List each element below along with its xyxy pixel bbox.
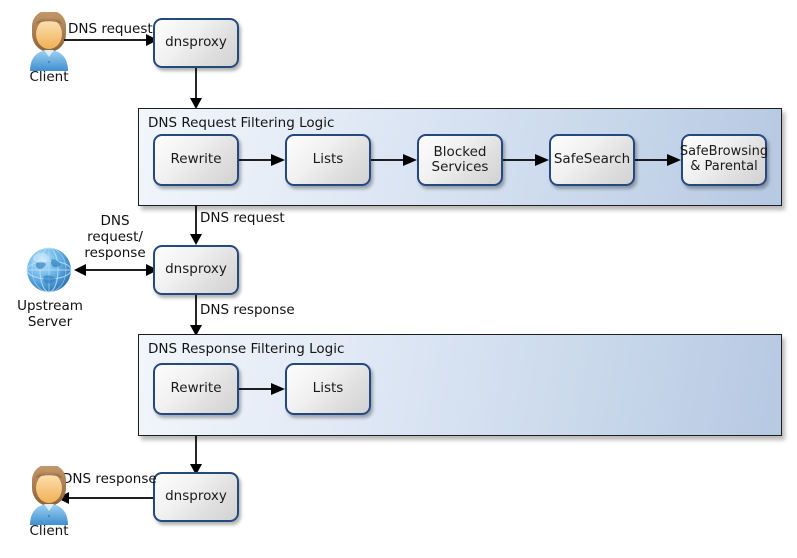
node-label: dnsproxy <box>165 261 227 278</box>
node-label: dnsproxy <box>165 488 227 505</box>
upstream-caption-line1: Upstream <box>17 298 83 314</box>
stage-lists-response[interactable]: Lists <box>285 363 371 415</box>
stage-lists-request[interactable]: Lists <box>285 134 371 186</box>
stage-blocked-services[interactable]: Blocked Services <box>417 134 503 186</box>
edge-rewrite-to-lists-request <box>239 150 287 170</box>
stage-label-line1: Blocked <box>433 143 487 160</box>
edge-dnsproxy-to-response-panel <box>186 295 206 337</box>
upstream-label-line2: request/ <box>87 228 143 245</box>
edge-label-proxy-to-client: DNS response <box>62 471 157 487</box>
edge-rewrite-to-lists-response <box>239 379 287 399</box>
edge-label-proxy-to-response-panel: DNS response <box>200 302 295 318</box>
stage-label: Lists <box>312 380 344 397</box>
actor-caption-client-bottom: Client <box>29 523 69 539</box>
panel-dns-request-filtering: DNS Request Filtering Logic <box>138 108 782 206</box>
panel-title-request: DNS Request Filtering Logic <box>148 115 335 131</box>
stage-rewrite-response[interactable]: Rewrite <box>153 363 239 415</box>
edge-label-client-to-proxy: DNS request <box>68 21 153 37</box>
stage-safebrowsing-parental[interactable]: SafeBrowsing & Parental <box>679 134 769 186</box>
node-dnsproxy-top[interactable]: dnsproxy <box>153 18 239 68</box>
edge-dnsproxy-to-request-panel <box>186 68 206 110</box>
upstream-caption-line2: Server <box>27 313 73 330</box>
stage-label-line2: Services <box>431 159 489 175</box>
actor-caption-upstream: Upstream Server <box>10 298 90 331</box>
edge-request-panel-to-dnsproxy <box>186 206 206 246</box>
panel-dns-response-filtering: DNS Response Filtering Logic <box>138 334 782 436</box>
user-avatar-icon <box>20 464 78 526</box>
edge-response-panel-to-dnsproxy <box>186 436 206 476</box>
node-dnsproxy-bottom[interactable]: dnsproxy <box>153 472 239 522</box>
upstream-label-line1: DNS <box>100 213 130 229</box>
upstream-label-line3: response <box>84 244 146 261</box>
stage-label: SafeSearch <box>553 151 631 168</box>
panel-title-response: DNS Response Filtering Logic <box>148 341 345 357</box>
stage-label: Lists <box>312 151 344 168</box>
stage-label-line1: SafeBrowsing <box>679 144 769 160</box>
stage-label: Rewrite <box>170 151 222 168</box>
stage-safesearch[interactable]: SafeSearch <box>549 134 635 186</box>
edge-safesearch-to-safebrowsing <box>635 150 683 170</box>
edge-client-to-dnsproxy <box>62 30 162 50</box>
globe-icon <box>22 243 76 297</box>
edge-blocked-services-to-safesearch <box>503 150 551 170</box>
edge-label-upstream: DNS request/ response <box>74 213 156 262</box>
stage-rewrite-request[interactable]: Rewrite <box>153 134 239 186</box>
actor-caption-client-top: Client <box>29 69 69 85</box>
edge-label-request-panel-to-proxy: DNS request <box>200 210 285 226</box>
edge-lists-to-blocked-services <box>371 150 419 170</box>
stage-label: Rewrite <box>170 380 222 397</box>
node-dnsproxy-middle[interactable]: dnsproxy <box>153 245 239 295</box>
stage-label-line2: & Parental <box>690 159 758 174</box>
user-avatar-icon <box>20 10 78 72</box>
edge-upstream-dnsproxy-bidirectional <box>72 260 160 280</box>
node-label: dnsproxy <box>165 34 227 51</box>
